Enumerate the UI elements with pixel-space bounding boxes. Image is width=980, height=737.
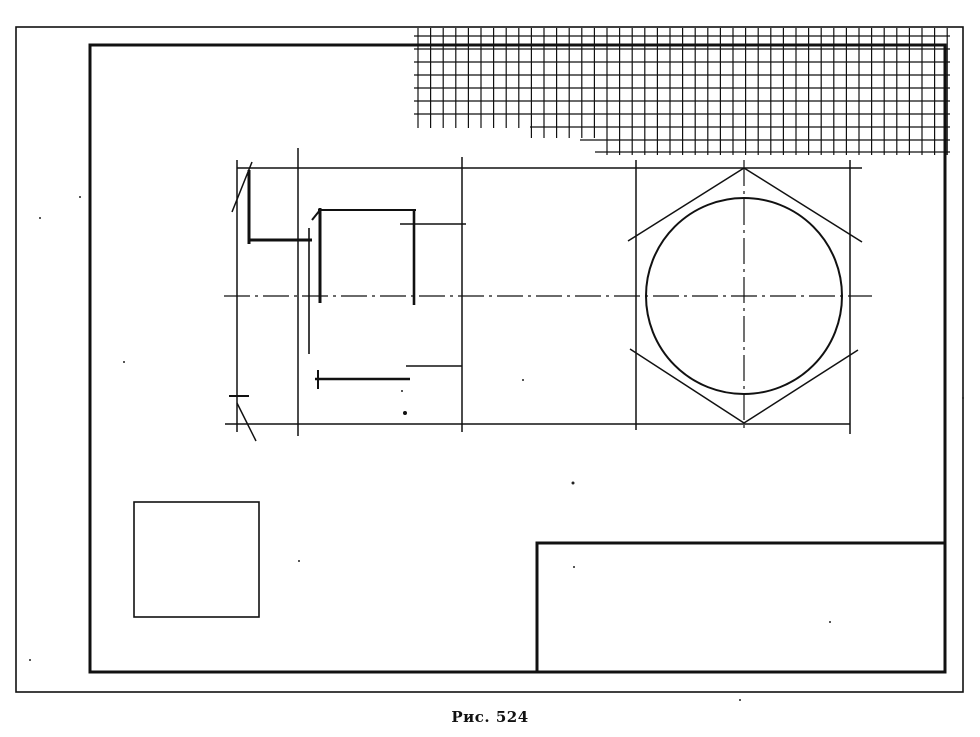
sheet-outer-edge bbox=[15, 26, 964, 693]
hexagon-edge-bottom-right bbox=[743, 349, 859, 424]
small-square-box bbox=[133, 501, 260, 618]
figure-caption: Рис. 524 bbox=[451, 708, 529, 726]
hexagon-edge-top-right bbox=[743, 167, 863, 243]
hexagon-edge-top-left bbox=[627, 167, 745, 242]
front-view bbox=[225, 148, 636, 442]
title-block bbox=[535, 541, 945, 672]
center-lines bbox=[224, 160, 872, 432]
scan-specks bbox=[29, 196, 964, 701]
hexagon-edge-bottom-left bbox=[629, 348, 745, 424]
tracing-grid bbox=[414, 28, 950, 155]
bottom-chamfer-line bbox=[236, 402, 257, 442]
ink-dot bbox=[403, 411, 407, 415]
drawing-frame bbox=[88, 43, 947, 674]
side-view bbox=[627, 160, 863, 434]
